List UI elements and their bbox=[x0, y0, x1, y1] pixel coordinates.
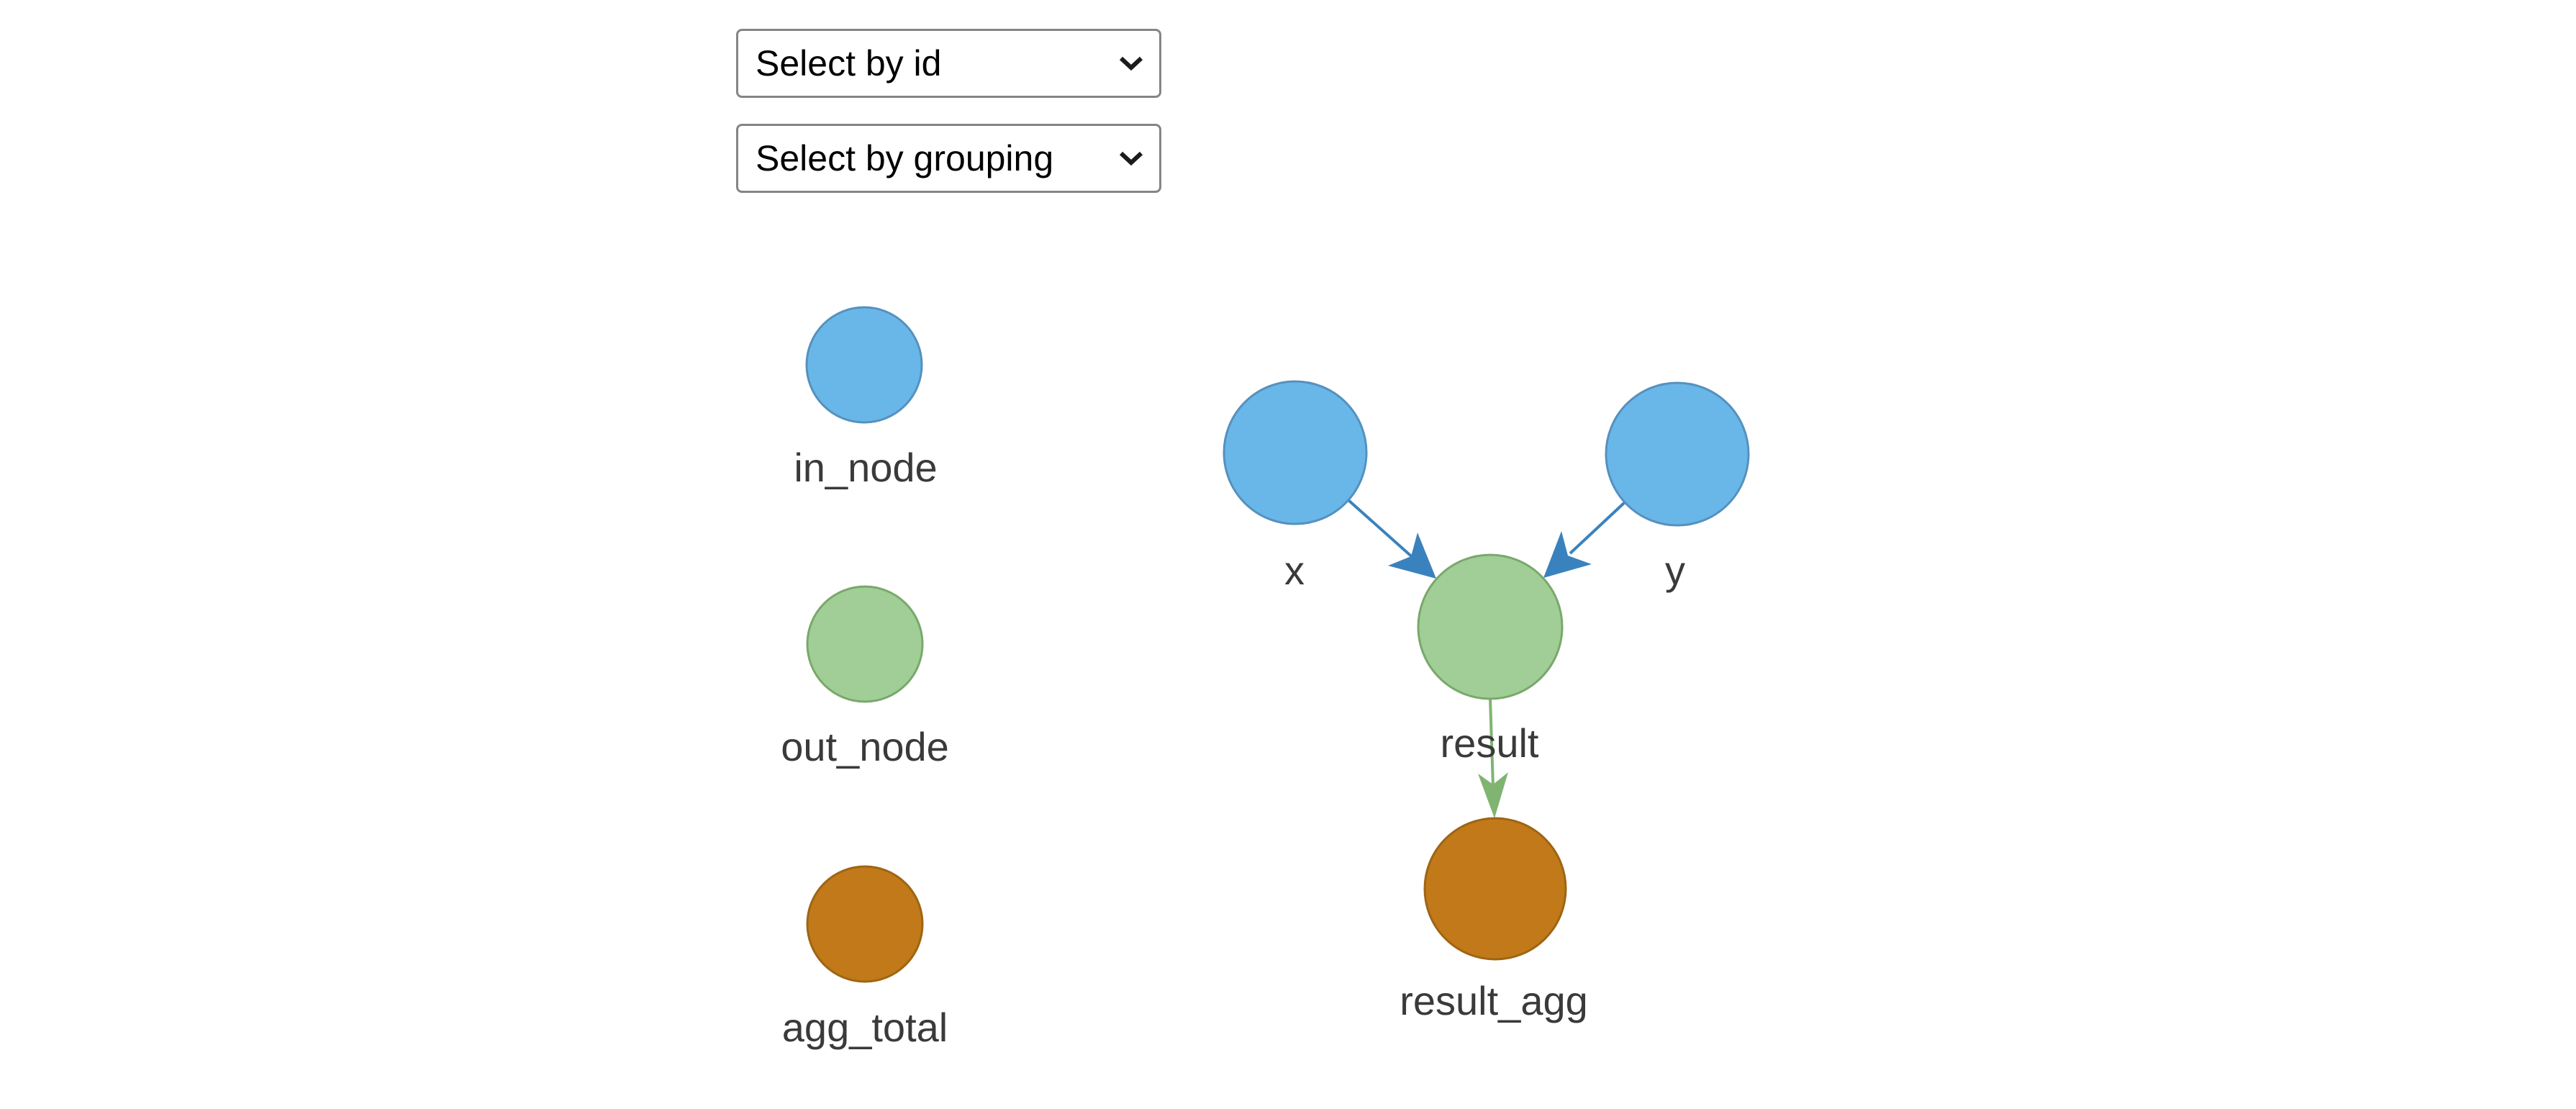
legend-swatch-agg-total bbox=[806, 865, 924, 983]
legend-label-out-node: out_node bbox=[781, 724, 949, 769]
select-by-id-wrapper: Select by id bbox=[736, 29, 1161, 98]
arrowhead-icon bbox=[1388, 533, 1436, 579]
graph-edges bbox=[1347, 499, 1626, 818]
select-by-grouping-wrapper: Select by grouping bbox=[736, 124, 1161, 193]
graph-node-labels: x y result result_agg bbox=[1284, 548, 1685, 1023]
node-label-result: result bbox=[1441, 720, 1539, 766]
graph-node-x[interactable] bbox=[1223, 380, 1368, 525]
arrowhead-icon bbox=[1478, 772, 1508, 818]
edge-line bbox=[1489, 698, 1495, 787]
select-by-grouping-dropdown[interactable]: Select by grouping bbox=[736, 124, 1161, 193]
edge-result-to-result-agg bbox=[1478, 698, 1508, 818]
edge-line bbox=[1347, 499, 1416, 561]
graph-node-result[interactable] bbox=[1417, 553, 1564, 700]
legend-swatch-in-node bbox=[805, 306, 923, 424]
graph-node-result-agg[interactable] bbox=[1423, 817, 1567, 961]
select-by-id-dropdown[interactable]: Select by id bbox=[736, 29, 1161, 98]
arrowhead-icon bbox=[1543, 531, 1592, 578]
legend: in_node out_node agg_total bbox=[781, 306, 949, 1050]
edge-x-to-result bbox=[1347, 499, 1436, 579]
legend-label-agg-total: agg_total bbox=[782, 1005, 948, 1050]
edge-y-to-result bbox=[1543, 501, 1626, 578]
edge-line bbox=[1569, 501, 1626, 555]
legend-label-in-node: in_node bbox=[794, 445, 937, 490]
graph-node-y[interactable] bbox=[1605, 381, 1750, 527]
node-label-result-agg: result_agg bbox=[1400, 978, 1588, 1023]
node-label-y: y bbox=[1665, 548, 1685, 593]
graph-nodes bbox=[1223, 380, 1750, 961]
node-label-x: x bbox=[1284, 548, 1305, 593]
legend-swatch-out-node bbox=[806, 585, 924, 703]
